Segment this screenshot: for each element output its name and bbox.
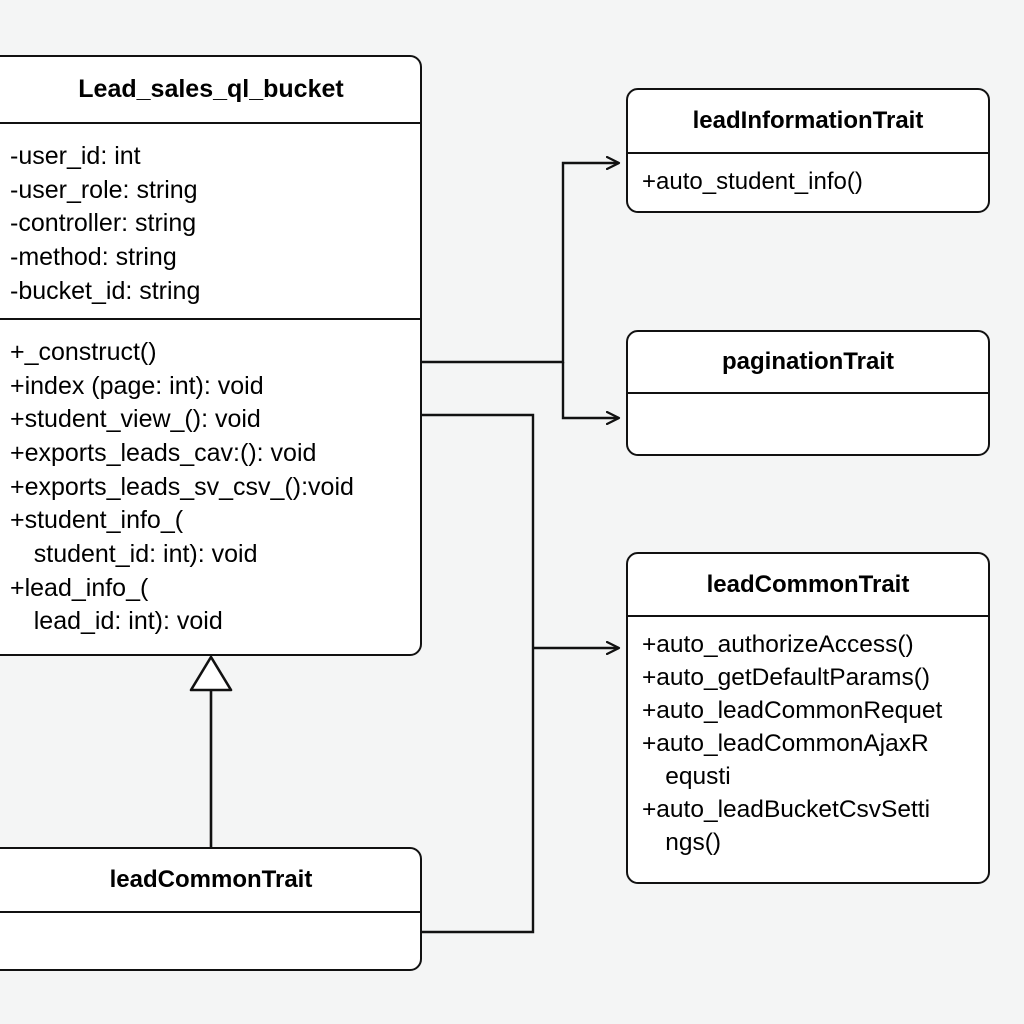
method-item: +exports_leads_cav:(): void: [10, 439, 317, 467]
connector-uses-leadcommontrait: [422, 413, 619, 934]
method-item: +index (page: int): void: [10, 371, 264, 400]
attributes-compartment: -user_id: int -user_role: string -contro…: [0, 124, 420, 318]
class-box-lead-information-trait[interactable]: leadInformationTrait +auto_student_info(…: [626, 88, 990, 213]
attribute-item: -user_role: string: [10, 175, 198, 204]
connector-generalization: [189, 655, 233, 847]
method-item: +lead_info_(: [10, 573, 149, 602]
compartment-divider: [628, 615, 988, 617]
class-box-lead-common-trait-bottom[interactable]: leadCommonTrait: [0, 847, 422, 971]
connector-uses-traits: [422, 163, 619, 418]
method-item: +student_info_(: [10, 506, 184, 535]
attribute-item: -user_id: int: [10, 142, 141, 170]
method-item: +student_view_(): void: [10, 405, 261, 434]
method-item: +_construct(): [10, 338, 157, 367]
class-name-label: leadInformationTrait: [692, 107, 924, 134]
method-item: +exports_leads_sv_csv_():void: [10, 472, 354, 501]
method-item-continuation: ngs(): [665, 828, 722, 856]
attribute-item: -controller: string: [10, 209, 197, 238]
attribute-item: -bucket_id: string: [10, 276, 201, 305]
class-name-label: leadCommonTrait: [109, 866, 313, 893]
method-item: +auto_getDefaultParams(): [642, 663, 931, 691]
method-item: +auto_student_info(): [642, 168, 863, 195]
class-name-label: Lead_sales_ql_bucket: [78, 75, 344, 103]
method-item: +auto_leadCommonAjaxR: [642, 729, 929, 757]
method-item-continuation: lead_id: int): void: [33, 607, 223, 636]
methods-compartment: +auto_authorizeAccess() +auto_getDefault…: [628, 617, 988, 860]
attribute-item: -method: string: [10, 242, 177, 271]
class-box-lead-sales-ql-bucket[interactable]: Lead_sales_ql_bucket -user_id: int -user…: [0, 55, 422, 656]
methods-compartment: +auto_student_info(): [628, 154, 988, 196]
methods-compartment: [0, 913, 420, 925]
hollow-triangle-icon: [189, 655, 233, 692]
method-item: +auto_leadBucketCsvSetti: [642, 795, 931, 823]
compartment-divider: [0, 122, 420, 124]
method-item-continuation: student_id: int): void: [33, 539, 258, 568]
methods-compartment: [628, 394, 988, 408]
compartment-divider: [628, 152, 988, 154]
compartment-divider: [628, 392, 988, 394]
class-box-lead-common-trait-right[interactable]: leadCommonTrait +auto_authorizeAccess() …: [626, 552, 990, 884]
compartment-divider: [0, 911, 420, 913]
class-name-label: leadCommonTrait: [706, 570, 910, 598]
method-item-continuation: equsti: [665, 762, 731, 790]
class-name-label: paginationTrait: [721, 348, 894, 375]
methods-compartment: +_construct() +index (page: int): void +…: [0, 320, 420, 654]
class-box-pagination-trait[interactable]: paginationTrait: [626, 330, 990, 456]
compartment-divider: [0, 318, 420, 321]
method-item: +auto_authorizeAccess(): [642, 631, 914, 658]
method-item: +auto_leadCommonRequet: [642, 696, 943, 724]
